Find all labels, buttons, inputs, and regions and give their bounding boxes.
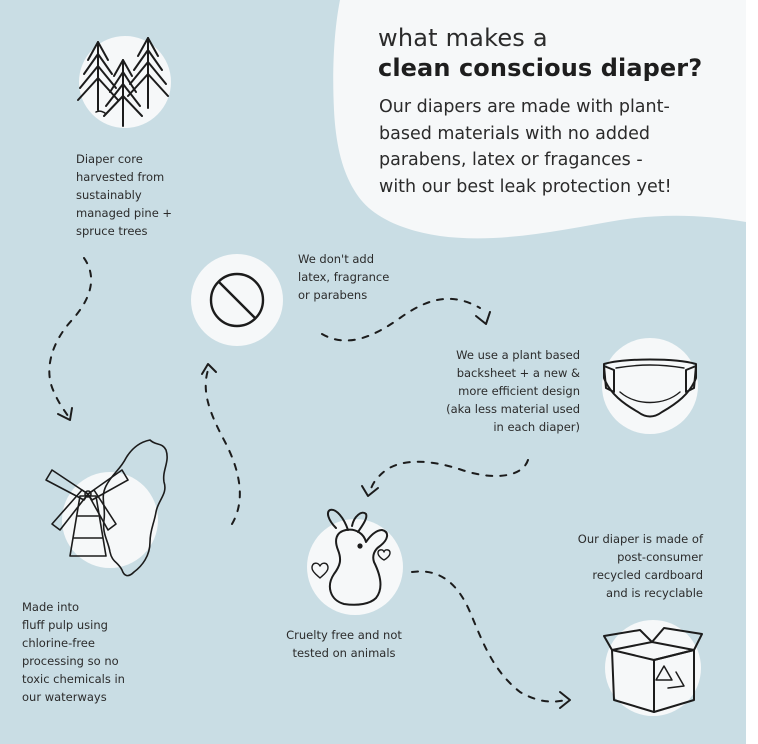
caption-line: (aka less material used <box>446 402 580 416</box>
arrow-heads <box>57 311 571 709</box>
caption-line: in each diaper) <box>493 420 580 434</box>
caption-line: managed pine + <box>76 206 173 220</box>
arrow-trees-to-windmill <box>48 257 93 417</box>
caption-line: or parabens <box>298 288 368 302</box>
caption-line: Diaper core <box>76 152 143 166</box>
caption-line: backsheet + a new & <box>456 366 580 380</box>
heading-line-2: clean conscious diaper? <box>378 54 703 82</box>
caption-line: sustainably <box>76 188 142 202</box>
caption-no-additives: We don't add latex, fragrance or paraben… <box>298 250 389 304</box>
caption-line: Made into <box>22 600 80 614</box>
caption-pine-trees: Diaper core harvested from sustainably m… <box>76 150 172 240</box>
caption-line: chlorine-free <box>22 636 95 650</box>
intro-line: Our diapers are made with plant- <box>379 97 670 117</box>
caption-line: Cruelty free and not <box>286 628 402 642</box>
caption-line: recycled cardboard <box>592 568 703 582</box>
diaper-circle <box>602 338 698 434</box>
arrow-nosymbol-to-diaper <box>321 297 481 342</box>
caption-line: tested on animals <box>292 646 396 660</box>
arrow-diaper-to-bunny <box>369 459 529 493</box>
dashed-arrows <box>48 257 567 703</box>
intro-line: parabens, latex or fragances - <box>379 150 643 170</box>
bunny-circle <box>307 519 403 615</box>
caption-line: our waterways <box>22 690 107 704</box>
caption-line: We use a plant based <box>456 348 580 362</box>
windmill-sweden-map-icon <box>45 439 168 577</box>
caption-line: more efficient design <box>458 384 580 398</box>
no-symbol-icon <box>209 272 265 328</box>
intro-paragraph: Our diapers are made with plant- based m… <box>379 94 709 200</box>
caption-line: processing so no <box>22 654 119 668</box>
heading-line-1: what makes a <box>378 24 548 52</box>
caption-backsheet: We use a plant based backsheet + a new &… <box>430 346 580 436</box>
caption-line: harvested from <box>76 170 165 184</box>
caption-line: spruce trees <box>76 224 148 238</box>
caption-line: toxic chemicals in <box>22 672 125 686</box>
caption-line: Our diaper is made of <box>577 532 703 546</box>
caption-cruelty-free: Cruelty free and not tested on animals <box>276 626 412 662</box>
caption-line: and is recyclable <box>606 586 703 600</box>
intro-panel <box>333 0 746 239</box>
arrow-bunny-to-box <box>411 570 567 703</box>
caption-line: latex, fragrance <box>298 270 390 284</box>
caption-line: We don't add <box>298 252 375 266</box>
caption-fluff-pulp: Made into fluff pulp using chlorine-free… <box>22 598 125 706</box>
bunny-icon <box>311 508 391 606</box>
diaper-icon <box>603 358 697 418</box>
arrow-windmill-to-nosymbol <box>204 369 241 525</box>
caption-line: post-consumer <box>617 550 703 564</box>
intro-line: with our best leak protection yet! <box>379 176 672 197</box>
caption-line: fluff pulp using <box>22 618 108 632</box>
caption-cardboard: Our diaper is made of post-consumer recy… <box>560 530 703 602</box>
recycled-box-icon <box>603 627 703 713</box>
pine-trees-icon <box>77 37 169 127</box>
intro-line: based materials with no added <box>379 123 650 144</box>
